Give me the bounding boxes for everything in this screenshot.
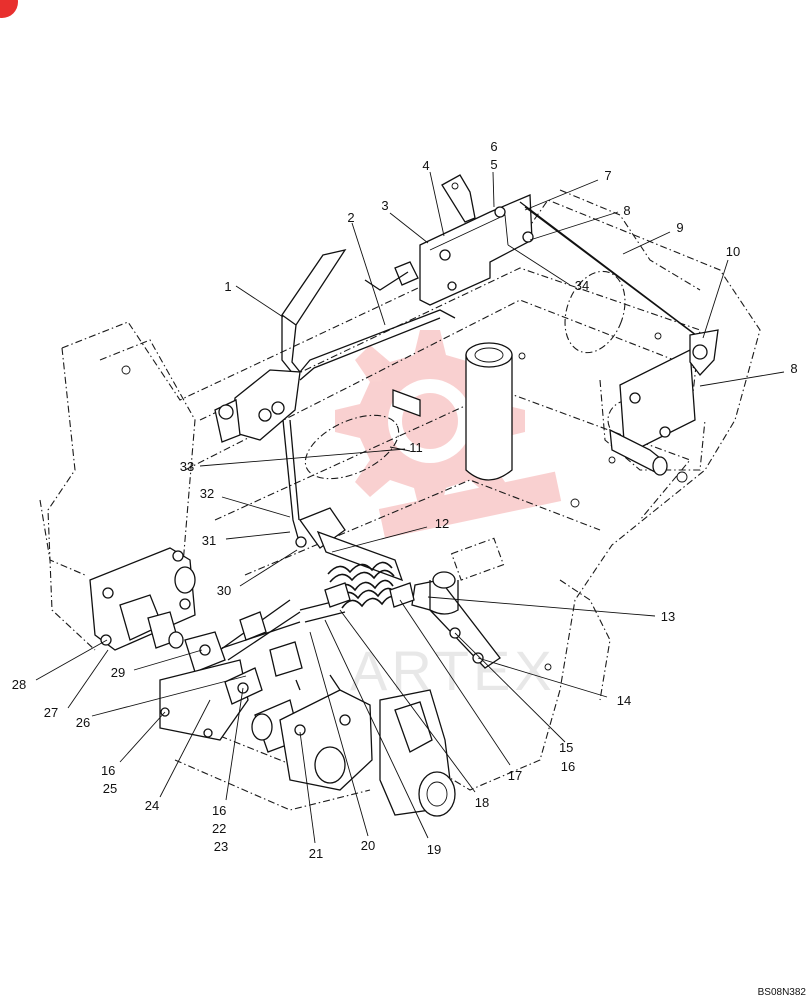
leader-18 bbox=[339, 609, 476, 793]
callout-27: 27 bbox=[44, 705, 58, 720]
leader-32 bbox=[221, 496, 291, 518]
callout-20: 20 bbox=[361, 838, 375, 853]
leader-20 bbox=[309, 631, 369, 837]
leader-9 bbox=[622, 231, 671, 255]
callout-30: 30 bbox=[217, 583, 231, 598]
callout-31: 31 bbox=[202, 533, 216, 548]
callout-8a: 8 bbox=[623, 203, 630, 218]
callout-21: 21 bbox=[309, 846, 323, 861]
leader-3 bbox=[389, 212, 429, 244]
callout-13: 13 bbox=[661, 609, 675, 624]
leader-24 bbox=[159, 699, 211, 798]
lower-pump-assembly bbox=[159, 641, 456, 817]
callout-24: 24 bbox=[145, 798, 159, 813]
callout-17: 17 bbox=[508, 768, 522, 783]
spring-linkage bbox=[219, 507, 501, 669]
left-solenoid bbox=[89, 547, 301, 673]
callout-16b: 16 22 23 bbox=[212, 803, 230, 854]
leader-29 bbox=[133, 649, 203, 671]
callout-11: 11 bbox=[409, 440, 423, 455]
callout-18: 18 bbox=[475, 795, 489, 810]
callouts: 1 2 3 4 5 6 7 8 8 9 10 11 12 13 14 15 16… bbox=[12, 139, 798, 861]
leader-7 bbox=[524, 179, 599, 211]
leader-8a bbox=[529, 211, 619, 241]
leader-27 bbox=[67, 649, 109, 709]
callout-15: 15 16 bbox=[559, 740, 577, 774]
leader-33 bbox=[199, 448, 406, 467]
callout-12: 12 bbox=[435, 516, 449, 531]
leader-2 bbox=[351, 222, 386, 326]
callout-2: 2 bbox=[347, 210, 354, 225]
callout-9: 9 bbox=[676, 220, 683, 235]
leader-13 bbox=[427, 596, 656, 617]
leader-30 bbox=[239, 549, 298, 587]
leader-21 bbox=[299, 731, 316, 844]
watermark-text: ARTEX bbox=[350, 639, 556, 702]
callout-29: 29 bbox=[111, 665, 125, 680]
leader-16a bbox=[119, 711, 166, 763]
leader-16b bbox=[225, 687, 244, 801]
callout-1: 1 bbox=[224, 279, 231, 294]
leader-14 bbox=[477, 657, 608, 698]
reference-code: BS08N382 bbox=[758, 987, 807, 998]
leader-26 bbox=[91, 675, 247, 717]
right-bracket-assembly bbox=[609, 329, 719, 476]
callout-19: 19 bbox=[427, 842, 441, 857]
leader-8b bbox=[699, 371, 785, 387]
upper-bracket-assembly bbox=[364, 174, 706, 343]
leader-4 bbox=[429, 171, 445, 237]
corner-badge bbox=[0, 0, 18, 18]
callout-7: 7 bbox=[604, 168, 611, 183]
leader-11 bbox=[389, 446, 411, 452]
leader-10 bbox=[702, 259, 729, 339]
callout-8b: 8 bbox=[790, 361, 797, 376]
callout-26: 26 bbox=[76, 715, 90, 730]
leader-15 bbox=[454, 632, 566, 743]
leader-1 bbox=[235, 285, 284, 318]
leader-17 bbox=[399, 599, 511, 766]
leader-34 bbox=[507, 244, 571, 286]
callout-14: 14 bbox=[617, 693, 631, 708]
callout-33: 33 bbox=[180, 459, 194, 474]
callout-32: 32 bbox=[200, 486, 214, 501]
callout-4: 4 bbox=[422, 158, 429, 173]
leader-12 bbox=[331, 526, 428, 553]
leader-31 bbox=[225, 531, 291, 540]
lever-assembly bbox=[214, 249, 456, 546]
callout-6: 6 bbox=[490, 139, 497, 154]
leader-28 bbox=[35, 639, 108, 681]
callout-5: 5 bbox=[490, 157, 497, 172]
callout-34: 34 bbox=[575, 278, 589, 293]
leader-lines bbox=[35, 171, 785, 844]
center-cylinder bbox=[392, 342, 513, 481]
callout-16a: 16 25 bbox=[101, 763, 119, 796]
callout-10: 10 bbox=[726, 244, 740, 259]
leader-19 bbox=[324, 619, 429, 839]
callout-3: 3 bbox=[381, 198, 388, 213]
leader-5 bbox=[492, 171, 495, 208]
callout-28: 28 bbox=[12, 677, 26, 692]
